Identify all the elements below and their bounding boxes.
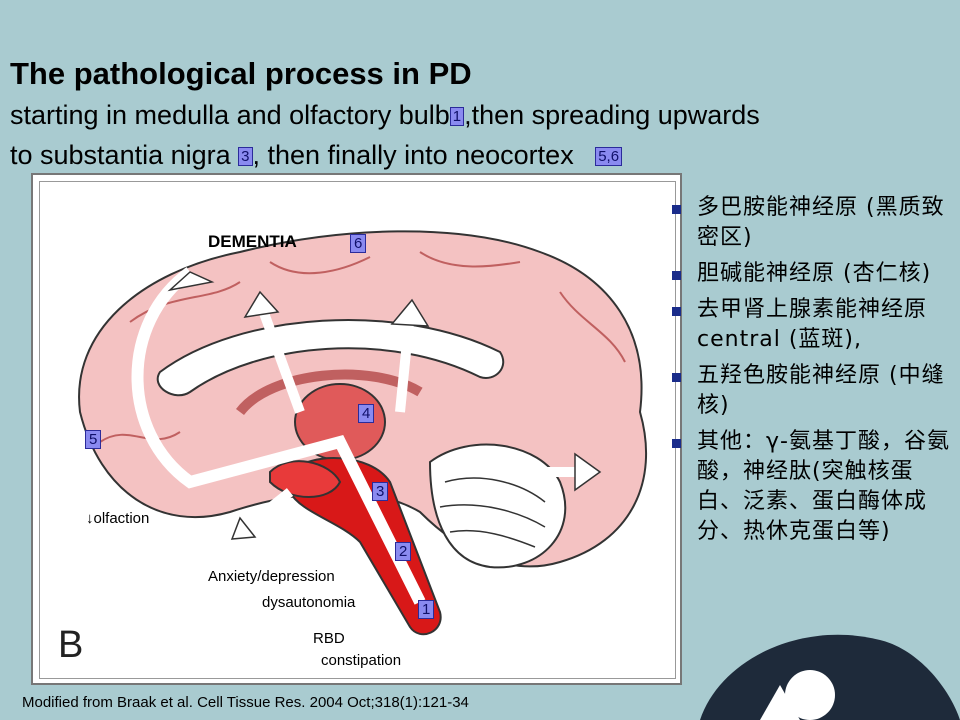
brainstem	[289, 457, 442, 636]
stage-4-marker: 4	[358, 404, 375, 423]
rbd-label: RBD	[313, 630, 345, 647]
arrow-head	[243, 290, 280, 318]
anxiety-label: Anxiety/depression	[208, 568, 335, 585]
figure-caption: Modified from Braak et al. Cell Tissue R…	[22, 694, 469, 711]
dementia-label: DEMENTIA	[208, 232, 297, 251]
bullet-item: 去甲肾上腺素能神经原 central (蓝斑),	[672, 295, 957, 355]
spread-arrow-up	[255, 300, 305, 414]
bullet-text: 胆碱能神经原 (杏仁核)	[697, 261, 932, 286]
bullet-item: 其他：γ-氨基丁酸，谷氨酸，神经肽(突触核蛋白、泛素、蛋白酶体成分、热休克蛋白等…	[672, 427, 957, 547]
dysautonomia-label: dysautonomia	[262, 594, 356, 611]
arrow-head	[230, 516, 257, 540]
subtitle-text: , then finally into neocortex	[252, 140, 574, 170]
bullet-icon	[672, 439, 681, 448]
whale-fin	[760, 685, 800, 720]
whale-belly	[785, 670, 835, 720]
brain-figure: B DEMENTIA 6 4 5 3 2 1 ↓olfaction Anxiet…	[31, 173, 682, 685]
corpus-callosum	[156, 319, 505, 397]
bullet-item: 五羟色胺能神经原 (中缝核)	[672, 361, 957, 421]
subtitle-line-2: to substantia nigra 3, then finally into…	[10, 140, 623, 171]
brain-illustration: B	[58, 230, 648, 666]
bullet-text: 多巴胺能神经原 (黑质致密区)	[697, 195, 945, 250]
spread-arrow-olfactory	[236, 488, 294, 536]
stage-1-marker: 1	[418, 600, 435, 619]
stage-2-marker: 2	[395, 542, 412, 561]
bullet-text: 去甲肾上腺素能神经原 central (蓝斑),	[697, 297, 928, 352]
bullet-icon	[672, 307, 681, 316]
whale-decoration	[700, 634, 960, 720]
stage-marker: 5,6	[595, 147, 623, 167]
bullet-list: 多巴胺能神经原 (黑质致密区) 胆碱能神经原 (杏仁核) 去甲肾上腺素能神经原 …	[672, 193, 957, 553]
stage-5-marker: 5	[85, 430, 102, 449]
arrow-head	[390, 298, 430, 327]
stage-marker: 3	[238, 147, 253, 167]
figure-frame: B DEMENTIA 6 4 5 3 2 1 ↓olfaction Anxiet…	[39, 181, 676, 679]
subtitle-text: starting in medulla and olfactory bulb	[10, 100, 450, 130]
bullet-text: 其他：γ-氨基丁酸，谷氨酸，神经肽(突触核蛋白、泛素、蛋白酶体成分、热休克蛋白等…	[697, 429, 950, 544]
cerebellum-folia	[439, 477, 546, 548]
bullet-icon	[672, 271, 681, 280]
spread-arrow-path	[131, 267, 426, 605]
spread-arrow-up	[395, 311, 415, 413]
whale-body	[700, 634, 960, 720]
subtitle-text: ,then spreading upwards	[464, 100, 760, 130]
stage-3-marker: 3	[372, 482, 389, 501]
bullet-text: 五羟色胺能神经原 (中缝核)	[697, 363, 945, 418]
constipation-label: constipation	[321, 652, 402, 669]
bullet-item: 多巴胺能神经原 (黑质致密区)	[672, 193, 957, 253]
gyri-lines	[99, 251, 626, 443]
subtitle-text: to substantia nigra	[10, 140, 231, 170]
slide-title: The pathological process in PD	[10, 56, 472, 91]
olfaction-label: ↓olfaction	[86, 510, 150, 527]
arrow-head	[574, 452, 602, 492]
stage-6-marker: 6	[350, 234, 367, 253]
stage-marker: 1	[449, 107, 465, 127]
bullet-icon	[672, 205, 681, 214]
panel-letter: B	[58, 624, 83, 666]
arrow-head	[167, 271, 215, 292]
bullet-item: 胆碱能神经原 (杏仁核)	[672, 259, 957, 289]
bullet-icon	[672, 373, 681, 382]
